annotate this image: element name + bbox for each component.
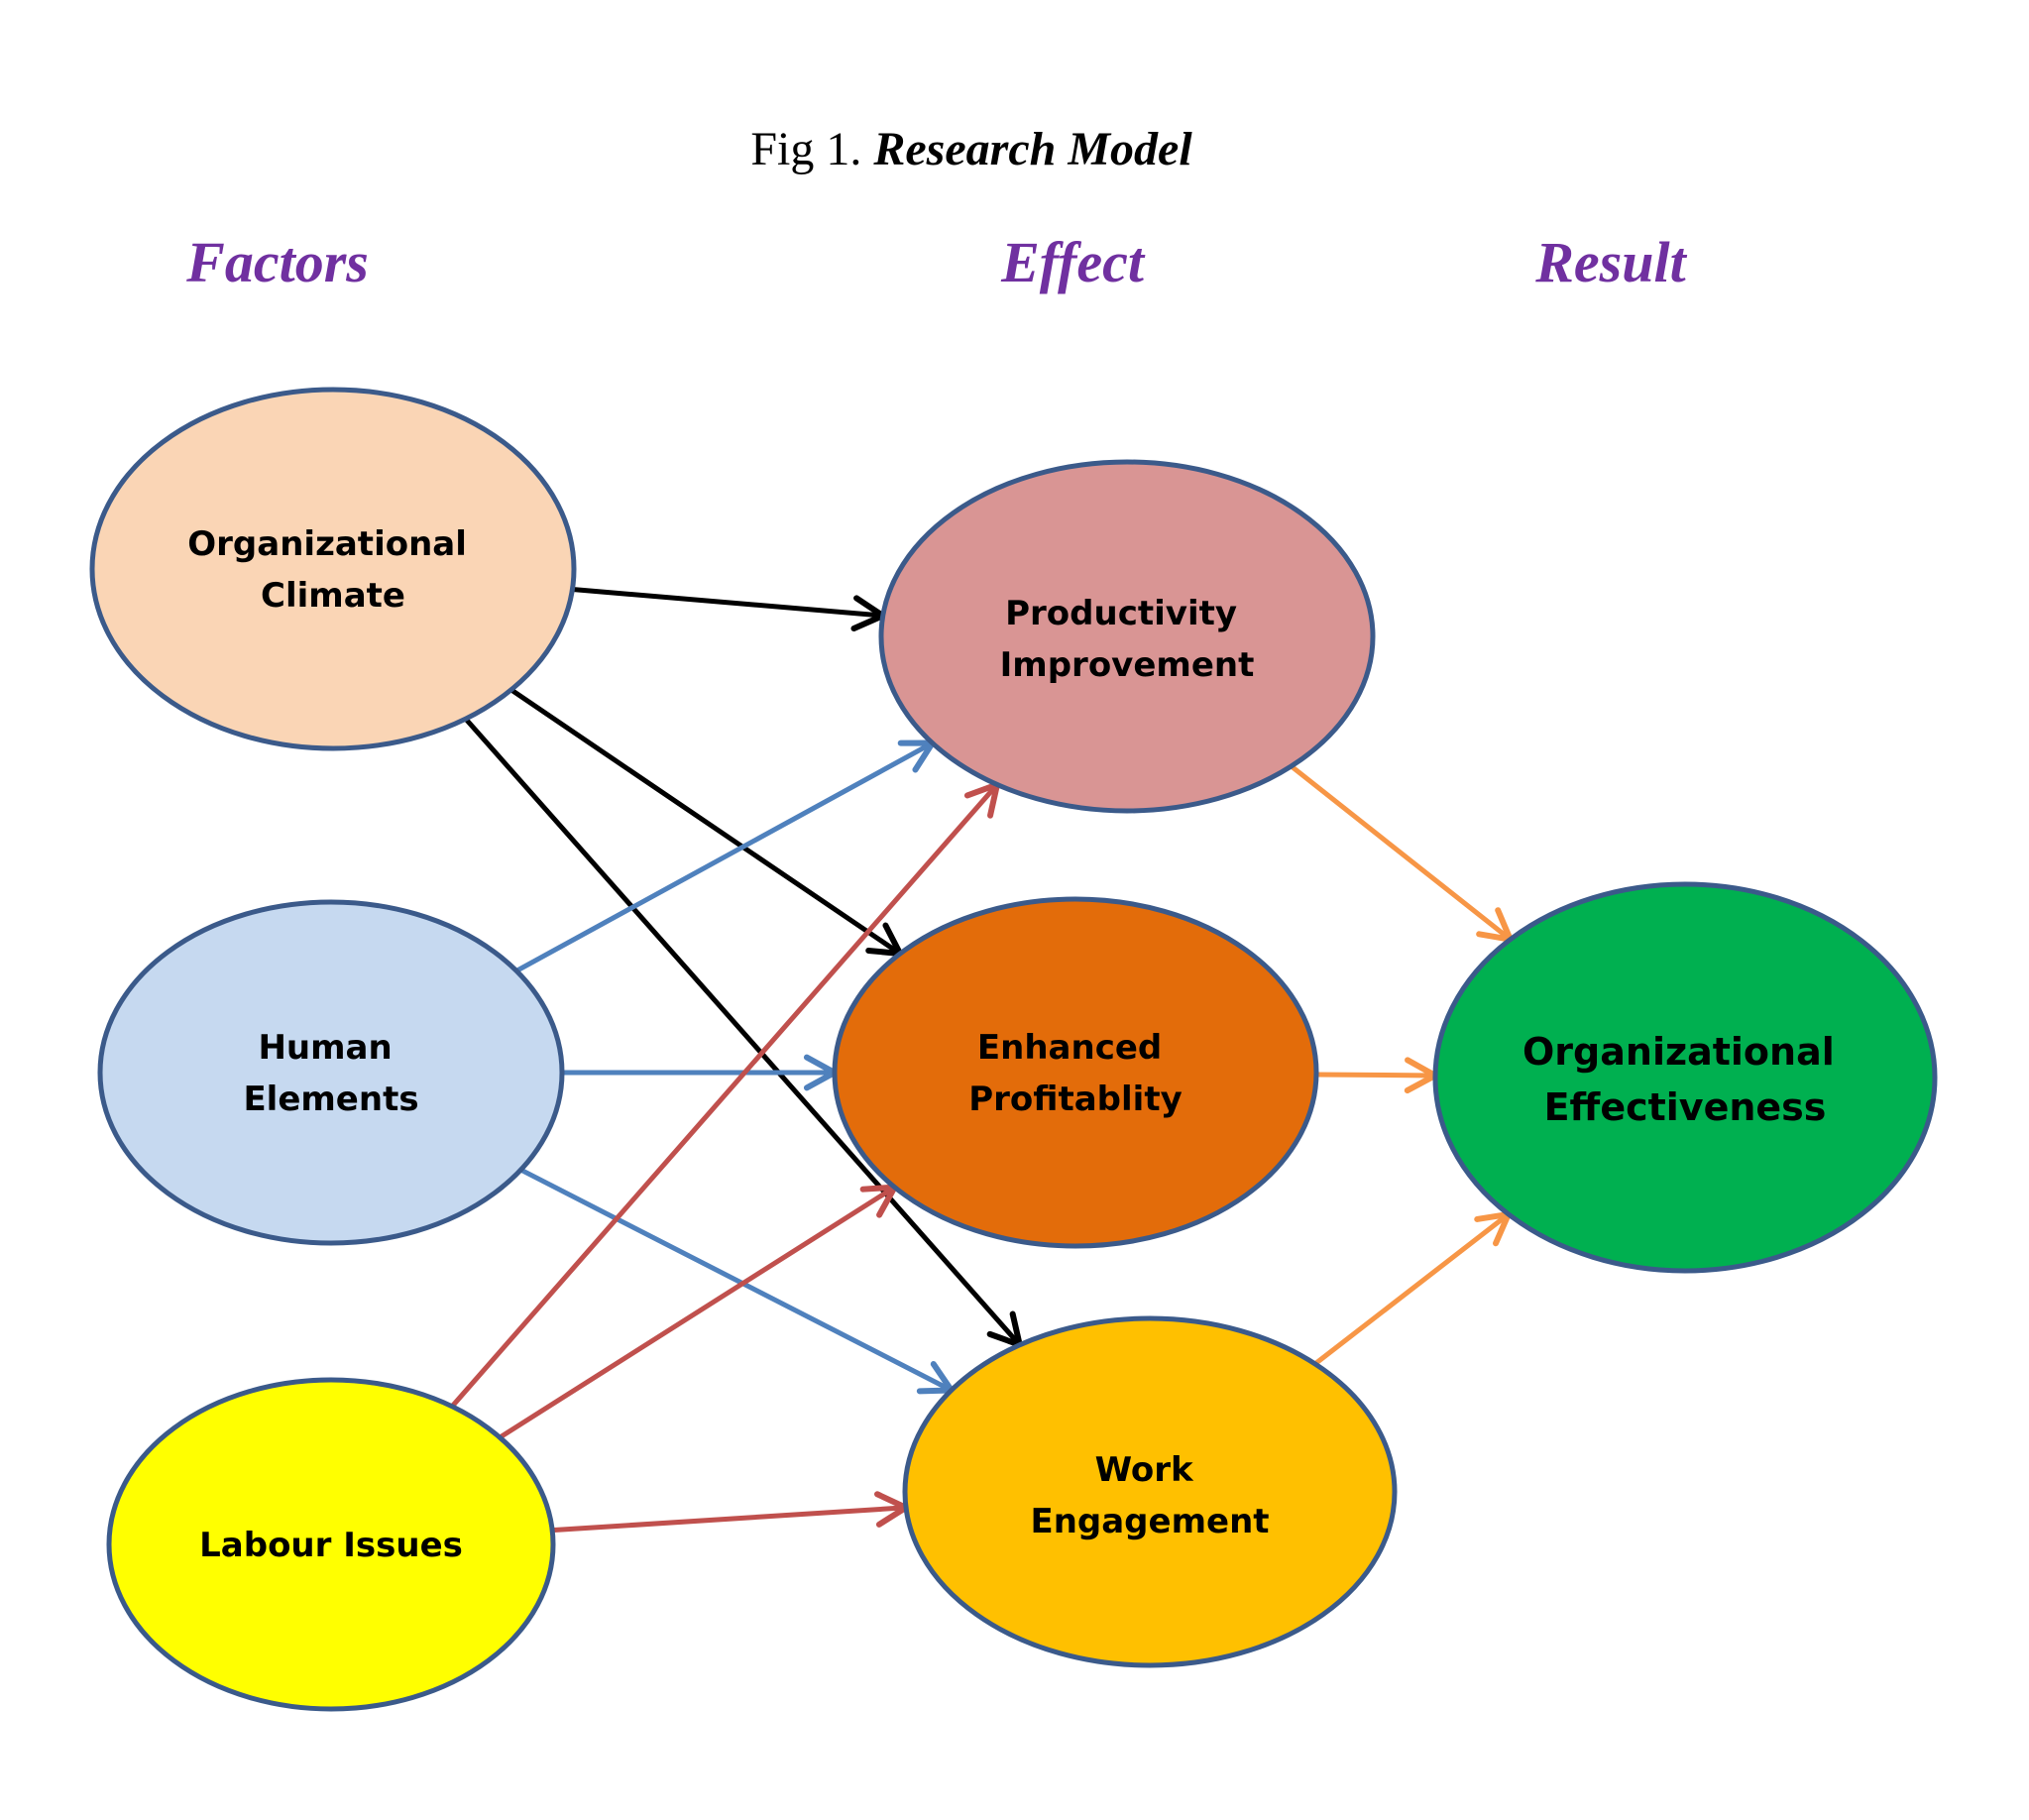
node-organizational-effectiveness: Organizational Effectiveness	[1432, 881, 1938, 1274]
edge-human-elements-to-productivity-improvement	[514, 739, 936, 973]
node-organizational-climate-label: Organizational Climate	[187, 524, 478, 616]
node-productivity-improvement-line2: Improvement	[1000, 645, 1255, 685]
edge-organizational-climate-to-work-engagement-line	[463, 717, 1022, 1347]
column-header-result: Result	[1534, 230, 1687, 294]
edge-human-elements-to-enhanced-profitability	[562, 1054, 838, 1091]
edge-labour-issues-to-productivity-improvement-line	[450, 782, 999, 1409]
figure-title-main: Research Model	[872, 123, 1192, 175]
figure-title-prefix: Fig 1.	[750, 123, 873, 175]
edge-labour-issues-to-enhanced-profitability-line	[498, 1185, 896, 1440]
edge-labour-issues-to-work-engagement	[552, 1491, 910, 1534]
edge-productivity-improvement-to-organizational-effectiveness	[1290, 763, 1514, 943]
node-work-engagement-label: Work Engagement	[1030, 1450, 1269, 1541]
node-enhanced-profitability: Enhanced Profitablity	[832, 896, 1319, 1249]
edge-enhanced-profitability-to-organizational-effectiveness-line	[1315, 1072, 1436, 1079]
column-header-effect: Effect	[1000, 230, 1146, 294]
node-work-engagement-line1: Work	[1095, 1450, 1194, 1490]
edge-work-engagement-to-organizational-effectiveness	[1313, 1210, 1512, 1366]
edge-human-elements-to-work-engagement-line	[519, 1167, 953, 1393]
node-work-engagement: Work Engagement	[902, 1315, 1398, 1668]
node-enhanced-profitability-label: Enhanced Profitablity	[968, 1028, 1183, 1119]
edge-productivity-improvement-to-organizational-effectiveness-line	[1290, 763, 1513, 942]
edge-organizational-climate-to-enhanced-profitability-line	[509, 687, 902, 957]
node-enhanced-profitability-shape	[832, 896, 1319, 1249]
node-enhanced-profitability-line2: Profitablity	[968, 1080, 1183, 1119]
node-productivity-improvement: Productivity Improvement	[878, 459, 1376, 814]
node-labour-issues: Labour Issues	[106, 1377, 556, 1712]
node-work-engagement-shape	[902, 1315, 1398, 1668]
node-organizational-climate-shape	[89, 387, 577, 751]
edge-work-engagement-to-organizational-effectiveness-line	[1313, 1211, 1511, 1366]
edge-enhanced-profitability-to-organizational-effectiveness	[1315, 1057, 1439, 1094]
column-header-factors: Factors	[185, 230, 369, 294]
node-organizational-effectiveness-shape	[1432, 881, 1938, 1274]
node-organizational-climate-line1: Organizational	[187, 524, 467, 564]
edge-organizational-climate-to-productivity-improvement-line	[572, 587, 883, 619]
node-human-elements: Human Elements	[97, 899, 565, 1246]
edge-labour-issues-to-work-engagement-line	[552, 1505, 907, 1534]
node-organizational-effectiveness-line1: Organizational	[1522, 1030, 1835, 1074]
node-organizational-effectiveness-label: Organizational Effectiveness	[1522, 1030, 1848, 1129]
node-productivity-improvement-label: Productivity Improvement	[1000, 594, 1255, 685]
edge-human-elements-to-productivity-improvement-line	[514, 740, 934, 973]
node-work-engagement-line2: Engagement	[1030, 1502, 1269, 1541]
node-labour-issues-label: Labour Issues	[199, 1526, 463, 1565]
node-organizational-climate-line2: Climate	[261, 576, 405, 616]
node-productivity-improvement-line1: Productivity	[1005, 594, 1237, 633]
edge-organizational-climate-to-enhanced-profitability-arrowhead	[865, 922, 904, 958]
node-productivity-improvement-shape	[878, 459, 1376, 814]
edge-organizational-climate-to-enhanced-profitability	[509, 687, 904, 958]
edge-labour-issues-to-enhanced-profitability	[498, 1184, 898, 1440]
node-human-elements-line2: Elements	[243, 1080, 418, 1119]
node-labour-issues-shape	[106, 1377, 556, 1712]
edge-labour-issues-to-enhanced-profitability-arrowhead	[859, 1184, 898, 1218]
edge-layer	[450, 587, 1514, 1534]
node-organizational-climate: Organizational Climate	[89, 387, 577, 751]
node-human-elements-shape	[97, 899, 565, 1246]
node-enhanced-profitability-line1: Enhanced	[977, 1028, 1162, 1068]
node-organizational-effectiveness-line2: Effectiveness	[1544, 1085, 1827, 1129]
edge-organizational-climate-to-productivity-improvement	[572, 587, 886, 632]
node-human-elements-line1: Human	[258, 1028, 392, 1068]
node-human-elements-label: Human Elements	[243, 1028, 418, 1119]
figure-title: Fig 1. Research Model	[750, 123, 1192, 175]
